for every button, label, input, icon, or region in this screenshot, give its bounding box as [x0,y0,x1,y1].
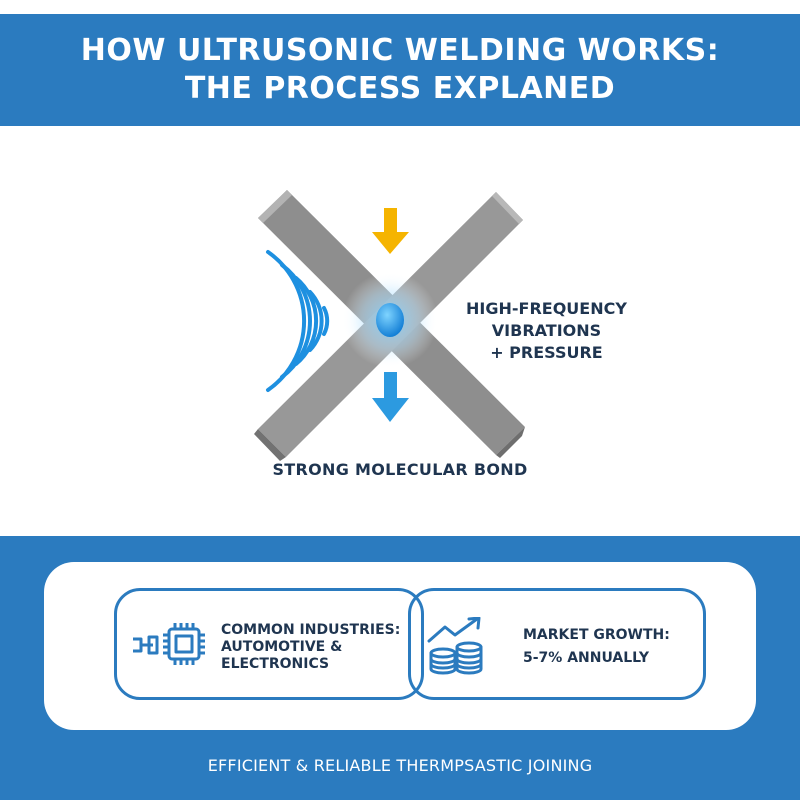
info-band: COMMON INDUSTRIES: AUTOMOTIVE & ELECTRON… [0,536,800,800]
result-label: STRONG MOLECULAR BOND [272,460,528,479]
industries-line-3: ELECTRONICS [221,656,330,672]
callout-line-1: HIGH-FREQUENCY [466,299,627,318]
arrow-down-icon [372,208,409,254]
growth-text: MARKET GROWTH: 5-7% ANNUALLY [523,627,670,667]
weld-point-icon [376,303,404,337]
industries-line-1: COMMON INDUSTRIES: [221,622,401,638]
industries-text: COMMON INDUSTRIES: AUTOMOTIVE & ELECTRON… [221,622,400,673]
page-title-line-1: HOW ULTRUSONIC WELDING WORKS: [80,33,720,68]
welding-diagram: HIGH-FREQUENCY VIBRATIONS + PRESSURE STR… [0,126,800,536]
growth-line-2: 5-7% ANNUALLY [523,650,650,666]
growth-card: MARKET GROWTH: 5-7% ANNUALLY [408,588,706,700]
industries-line-2: AUTOMOTIVE & [221,639,343,655]
footer-tagline: EFFICIENT & RELIABLE THERMPSASTIC JOININ… [207,756,593,775]
page-title-line-2: THE PROCESS EXPLANED [184,71,616,106]
header-banner: HOW ULTRUSONIC WELDING WORKS: THE PROCES… [0,14,800,126]
industries-card: COMMON INDUSTRIES: AUTOMOTIVE & ELECTRON… [114,588,424,700]
sound-wave-icon [266,250,330,392]
microchip-icon [133,623,205,665]
callout-line-3: + PRESSURE [490,343,603,362]
callout-line-2: VIBRATIONS [491,321,602,340]
growth-line-1: MARKET GROWTH: [523,627,670,643]
arrow-down-icon [372,372,409,422]
process-callout: HIGH-FREQUENCY VIBRATIONS + PRESSURE [466,298,627,364]
info-panel: COMMON INDUSTRIES: AUTOMOTIVE & ELECTRON… [44,562,756,730]
welding-diagram-graphic [254,190,525,461]
growth-chart-coins-icon [427,617,483,675]
